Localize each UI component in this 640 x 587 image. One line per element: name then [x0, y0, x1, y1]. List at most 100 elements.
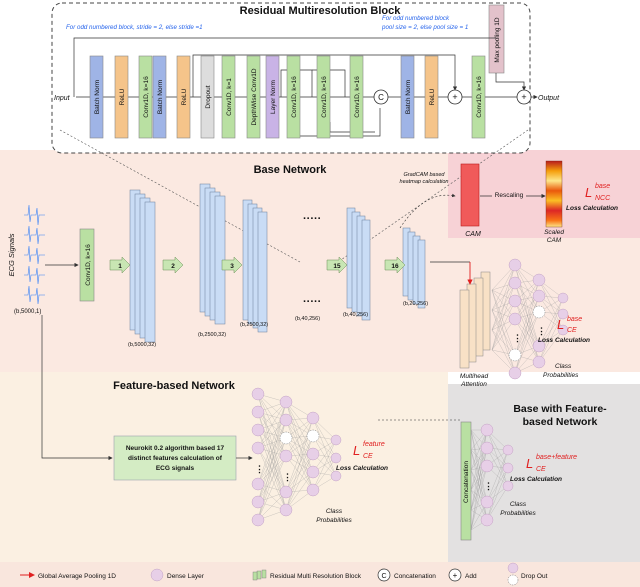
dense-connection [538, 313, 564, 363]
base-conv1d-label: Conv1D, k=16 [85, 244, 92, 286]
block-note-right-1: For odd numbered block [382, 15, 450, 22]
combo-dense-1-neuron [480, 513, 494, 527]
dense-connection [312, 439, 337, 473]
dense-connection [491, 264, 516, 311]
feature-dense-1-neuron [251, 477, 265, 491]
feature-class-prob-2: Probabilities [316, 517, 352, 524]
base-dense-layers: ⋮⋮ [491, 258, 569, 380]
dense-connection [514, 264, 540, 313]
dense-connection [257, 401, 287, 449]
loss-combo-sup: base+feature [536, 454, 577, 461]
loss-ncc-symbol: L [585, 185, 592, 200]
scaled-cam-heatmap [545, 160, 563, 228]
combo-dense-1-neuron [480, 441, 494, 455]
maxpool-layer: Max pooling 1D [488, 4, 505, 74]
dense-connection [285, 435, 314, 511]
block-layer-6: Dropout [200, 55, 215, 139]
dense-connection [257, 437, 287, 521]
base-dense-2-neuron [532, 289, 546, 303]
loss-base-ce-symbol: L [557, 317, 564, 332]
block-layer-label: Batch Norm [94, 80, 101, 114]
legend-concat-symbol: C [381, 573, 386, 580]
legend-resblock-label: Residual Multi Resolution Block [270, 573, 362, 580]
block-layer-10: Conv1D, k=16 [286, 55, 301, 139]
dense-connection [470, 465, 488, 531]
base-conv1d: Conv1D, k=16 [79, 228, 95, 302]
add-symbol-2: + [521, 92, 526, 102]
concat-label: Concatenation [463, 461, 470, 503]
dense-connection [514, 282, 540, 313]
resblock-arrow-15: 15 [326, 256, 348, 274]
legend-dense-label: Dense Layer [167, 573, 205, 580]
base-dense-3-neuron [557, 308, 569, 320]
shape-label-6: (b,20,256) [403, 301, 428, 307]
dense-connection [257, 401, 287, 431]
skip-maxpool-down [495, 73, 527, 91]
dense-connection [470, 447, 488, 511]
ecg-label: ECG Signals [7, 233, 16, 276]
block-layer-15: Conv1D, k=16 [471, 55, 486, 139]
base-dense-1-neuron [508, 348, 522, 362]
block-layer-14: ReLU [424, 55, 439, 139]
rescaling-label-bg [492, 189, 526, 199]
shape-label-4: (b,40,256) [295, 316, 320, 322]
concat-symbol: C [378, 93, 384, 102]
stack-dots-upper: ····· [303, 213, 321, 225]
block-layer-label: Conv1D, k=16 [291, 76, 298, 118]
block-layer-label: Batch Norm [405, 80, 412, 114]
feature-dense-1-neuron [251, 513, 265, 527]
loss-combo-sub: CE [536, 466, 546, 473]
loss-base-ce-label: Loss Calculation [538, 337, 590, 344]
dense-connection [312, 439, 337, 491]
feature-dense-3-neuron [306, 483, 320, 497]
block-layer-7: Conv1D, k=1 [221, 55, 236, 139]
feature-map-stack-5 [402, 227, 426, 309]
dense-connection [514, 279, 540, 320]
base-dense-1-neuron [508, 258, 522, 272]
block-layer-label: Conv1D, k=16 [476, 76, 483, 118]
block-layer-label: Conv1D, k=16 [321, 76, 328, 118]
feature-dense-4-neuron [330, 434, 342, 446]
base-dense-3-neuron [557, 292, 569, 304]
combo-dense-dots: ⋮ [484, 481, 493, 491]
feature-dense-dots: ⋮ [255, 464, 264, 474]
resblock-arrow-1: 1 [109, 256, 131, 274]
mha-label-1: Multihead [460, 373, 489, 380]
base-dense-3-neuron [557, 324, 569, 336]
shape-label-5: (b,40,256) [343, 312, 368, 318]
block-layer-label: ReLU [429, 88, 436, 105]
legend-dense-icon [150, 568, 164, 582]
skip-mid [192, 54, 458, 97]
shape-label-1: (b,5000,32) [128, 342, 156, 348]
block-input-label: Input [54, 95, 71, 102]
block-output-label: Output [538, 95, 560, 102]
feature-map-stack-4 [346, 207, 371, 321]
block-layer-label: ReLU [119, 88, 126, 105]
skip-top [73, 37, 496, 97]
legend-resblock-icon [252, 569, 267, 581]
feature-class-prob-1: Class [326, 508, 343, 515]
feature-dense-2-neuron [279, 413, 293, 427]
combo-dense-1-neuron [480, 459, 494, 473]
legend-gap-label: Global Average Pooling 1D [38, 573, 116, 580]
block-note-left: For odd numbered block, stride = 2, else… [66, 24, 203, 31]
block-layer-label: Conv1D, k=16 [354, 76, 361, 118]
ecg-to-feature-line [41, 315, 113, 461]
resblock-arrow-2: 2 [162, 256, 184, 274]
feature-dense-1-neuron [251, 423, 265, 437]
loss-ncc-label: Loss Calculation [566, 205, 618, 212]
block-layer-8: DepthWise Conv1D [246, 55, 261, 139]
dense-connection [486, 485, 509, 521]
cam-label: CAM [465, 231, 481, 238]
dense-connection [514, 264, 540, 297]
base-dense-dots: ⋮ [513, 333, 522, 343]
dense-connection [514, 300, 540, 347]
base-dense-2-neuron [532, 339, 546, 353]
maxpool-label: Max pooling 1D [494, 17, 501, 62]
loss-ncc-sub: NCC [595, 195, 611, 202]
dense-connection [470, 429, 488, 471]
feature-dense-2-neuron [279, 431, 293, 445]
scaled-cam-label-1: Scaled [544, 229, 564, 236]
